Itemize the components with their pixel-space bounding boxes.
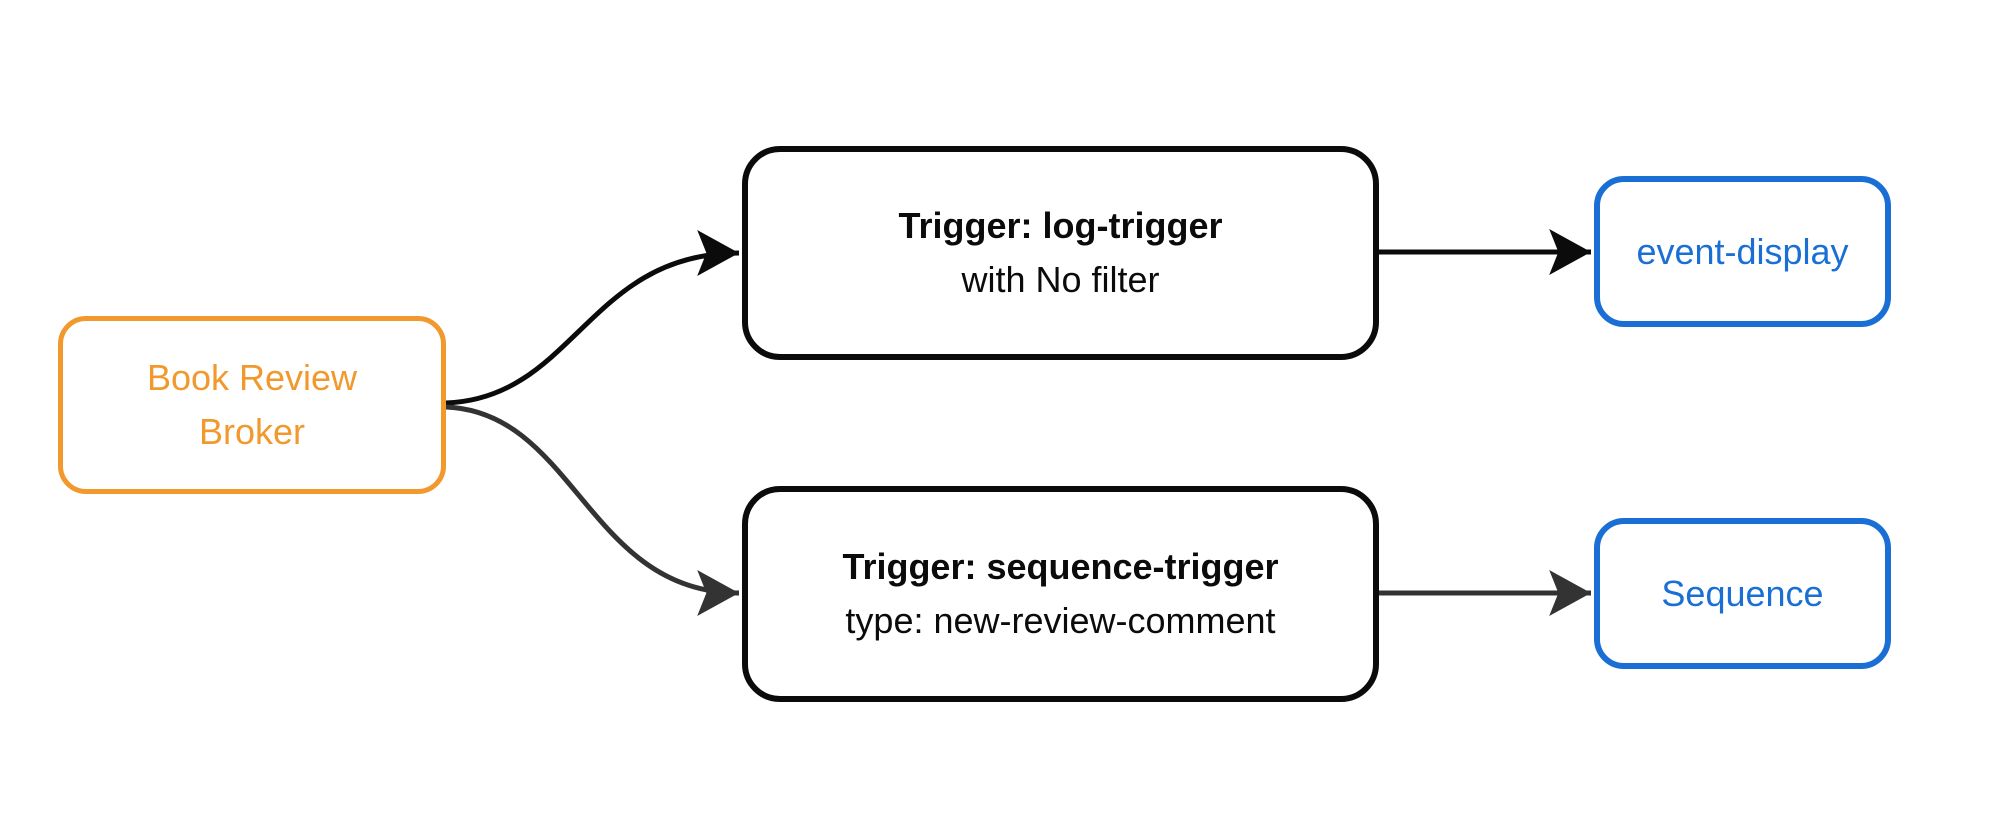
node-event-display: event-display <box>1594 176 1891 327</box>
node-book-review-broker: Book Review Broker <box>58 316 446 494</box>
sequence-trigger-subtitle: type: new-review-comment <box>845 600 1276 641</box>
sequence-label: Sequence <box>1661 572 1824 614</box>
node-sequence-trigger: Trigger: sequence-trigger type: new-revi… <box>742 486 1379 702</box>
log-trigger-subtitle: with No filter <box>961 259 1160 300</box>
event-display-label: event-display <box>1636 230 1849 272</box>
edge-broker-to-log-trigger <box>445 230 740 406</box>
edge-broker-to-sequence-trigger <box>445 404 740 616</box>
node-log-trigger: Trigger: log-trigger with No filter <box>742 146 1379 360</box>
log-trigger-title: Trigger: log-trigger <box>898 205 1223 246</box>
node-sequence: Sequence <box>1594 518 1891 669</box>
sequence-trigger-title: Trigger: sequence-trigger <box>842 546 1279 587</box>
broker-label-line1: Book Review <box>146 357 358 398</box>
broker-label-line2: Broker <box>198 411 306 452</box>
